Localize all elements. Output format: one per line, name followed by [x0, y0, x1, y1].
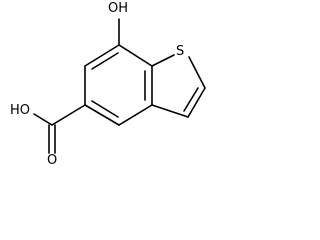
bond-c3-c3a	[151, 104, 189, 118]
structure-canvas: OH S HO O	[9, 1, 206, 168]
bond-c7-c6-inner	[91, 52, 119, 70]
bond-c5-c4-inner	[91, 100, 119, 118]
carboxyl-hydroxyl-label: HO	[9, 103, 32, 118]
bond-c7a-c7	[118, 44, 153, 67]
carbonyl-oxygen-label: O	[46, 153, 59, 168]
bond-c2-c3-inner	[183, 87, 199, 112]
hydroxyl-label: OH	[107, 1, 130, 16]
molecule-skeleton	[33, 18, 206, 154]
bond-c5-c4	[84, 104, 120, 126]
bond-c2-c3	[187, 87, 206, 118]
bond-c7a-s	[151, 54, 175, 67]
bond-c7-c6	[84, 44, 120, 67]
sulfur-label: S	[175, 44, 186, 59]
bond-c-oh	[33, 113, 53, 126]
bond-c4-c3a	[118, 104, 153, 126]
bond-c5-cooh	[51, 104, 86, 126]
bond-s-c2	[188, 56, 206, 89]
